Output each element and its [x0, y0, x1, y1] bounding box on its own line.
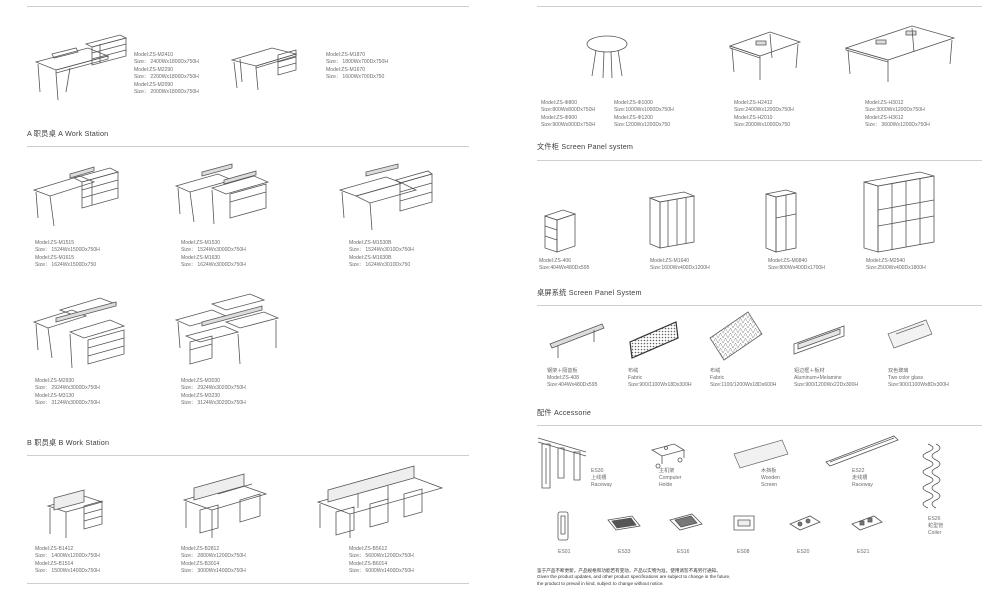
screen-glass-drawing: [886, 316, 934, 356]
label-es08: ES08: [737, 549, 750, 555]
section-file-cabinet: 文件柜 Screen Panel system: [537, 142, 634, 151]
rule-a: [27, 146, 469, 147]
notice-text: 鉴于产品不断更新，产品规格和功能若有变动，产品以实物为准，使用请恕不再另行通知。…: [537, 568, 731, 586]
accessory-es20-drawing: [788, 512, 822, 536]
label-es33: ES33: [618, 549, 631, 555]
screen-fabric-300-drawing: [628, 318, 680, 362]
round-table-drawing: [584, 34, 630, 80]
desk-m1870-drawing: [228, 40, 300, 90]
top-rule-right: [537, 6, 982, 7]
rule-accessories: [537, 425, 982, 426]
cabinet-406-drawing: [543, 208, 577, 254]
rule-b: [27, 455, 469, 456]
cabinet-m1640-drawing: [648, 190, 696, 252]
desk-m2410-drawing: [30, 22, 130, 102]
desk-b2812-drawing: [180, 466, 270, 540]
accessory-es33-drawing: [606, 514, 642, 534]
desk-b1412-drawing: [44, 484, 106, 540]
computer-holder-drawing: [648, 440, 688, 470]
meeting-table-h3012-drawing: [842, 14, 958, 84]
workstation-m1515-drawing: [30, 160, 122, 228]
workstation-m2930-drawing: [30, 292, 130, 372]
label-es16: ES16: [677, 549, 690, 555]
cabinet-m2540-drawing: [862, 170, 938, 254]
raceway-es30-drawing: [536, 434, 588, 498]
desk-b5612-drawing: [314, 462, 446, 540]
accessory-es01-drawing: [556, 510, 570, 542]
accessory-es21-drawing: [850, 512, 884, 536]
label-es21: ES21: [857, 549, 870, 555]
screen-aluminum-drawing: [792, 318, 848, 362]
raceway-es22-drawing: [824, 432, 900, 468]
screen-steel-drawing: [546, 318, 608, 362]
label-es01: ES01: [558, 549, 571, 555]
section-a-work-station: A 职员桌 A Work Station: [27, 129, 109, 138]
workstation-m3030-drawing: [172, 292, 280, 372]
bottom-rule-left: [27, 583, 469, 584]
label-es20: ES20: [797, 549, 810, 555]
meeting-table-h2412-drawing: [726, 20, 804, 82]
section-accessories: 配件 Accessorie: [537, 408, 592, 417]
rule-cabinet: [537, 160, 982, 161]
workstation-m1530b-drawing: [336, 160, 436, 232]
section-screen-panel: 桌屏系统 Screen Panel System: [537, 288, 642, 297]
section-b-work-station: B 职员桌 B Work Station: [27, 438, 110, 447]
accessory-es08-drawing: [732, 512, 756, 534]
screen-fabric-600-drawing: [708, 308, 764, 364]
coiler-es26-drawing: [922, 442, 944, 512]
wooden-screen-drawing: [732, 438, 790, 470]
workstation-m1530-drawing: [172, 158, 272, 230]
cabinet-m0840-drawing: [764, 188, 800, 254]
accessory-es16-drawing: [668, 512, 704, 534]
top-rule-left: [27, 6, 469, 7]
rule-screen: [537, 305, 982, 306]
